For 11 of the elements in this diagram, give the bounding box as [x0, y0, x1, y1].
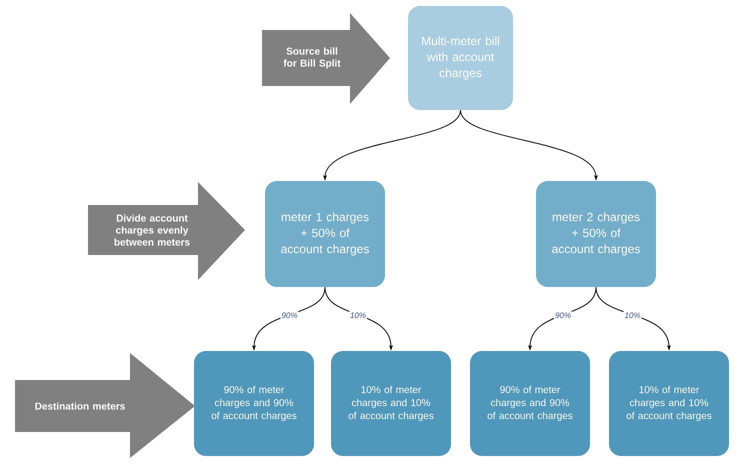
process-box: 10% of meter charges and 10% of account charges [609, 351, 729, 456]
edge-label: 90% [280, 311, 298, 320]
edge-label: 10% [624, 311, 642, 320]
process-box: meter 1 charges + 50% of account charges [265, 181, 385, 287]
process-box: Multi-meter bill with account charges [408, 6, 513, 110]
edge-label: 90% [554, 311, 572, 320]
process-box: 90% of meter charges and 90% of account charges [470, 351, 590, 456]
edge-label: 10% [349, 311, 368, 320]
process-box: 10% of meter charges and 10% of account charges [331, 351, 451, 456]
process-box: 90% of meter charges and 90% of account charges [194, 351, 314, 456]
process-box: meter 2 charges + 50% of account charges [536, 181, 656, 287]
